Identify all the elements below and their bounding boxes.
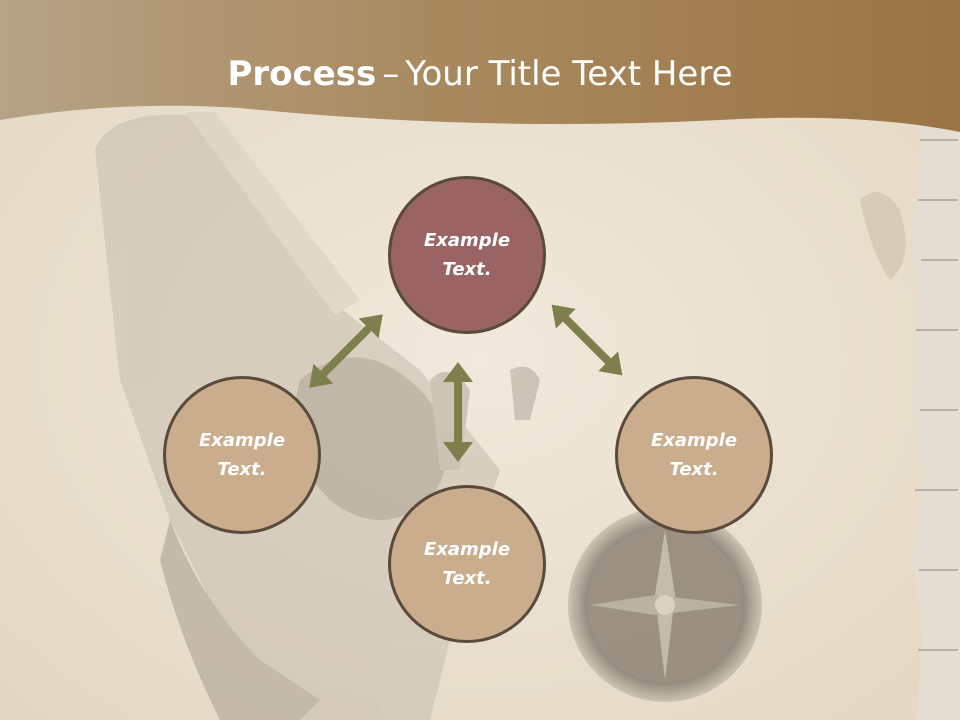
process-node-top[interactable]: Example Text. <box>388 176 546 334</box>
page-title: Process–Your Title Text Here <box>0 52 960 96</box>
title-rest: Your Title Text Here <box>405 54 733 94</box>
double-arrow-icon <box>309 304 623 462</box>
header-band <box>0 0 960 132</box>
node-label: Example Text. <box>198 430 286 480</box>
node-label: Example Text. <box>423 539 511 589</box>
node-label: Example Text. <box>423 230 511 280</box>
process-node-right[interactable]: Example Text. <box>615 376 773 534</box>
title-separator: – <box>382 54 400 94</box>
process-node-bottom[interactable]: Example Text. <box>388 485 546 643</box>
title-bold: Process <box>227 54 377 94</box>
node-label: Example Text. <box>650 430 738 480</box>
process-node-left[interactable]: Example Text. <box>163 376 321 534</box>
compass-illustration <box>568 508 762 702</box>
